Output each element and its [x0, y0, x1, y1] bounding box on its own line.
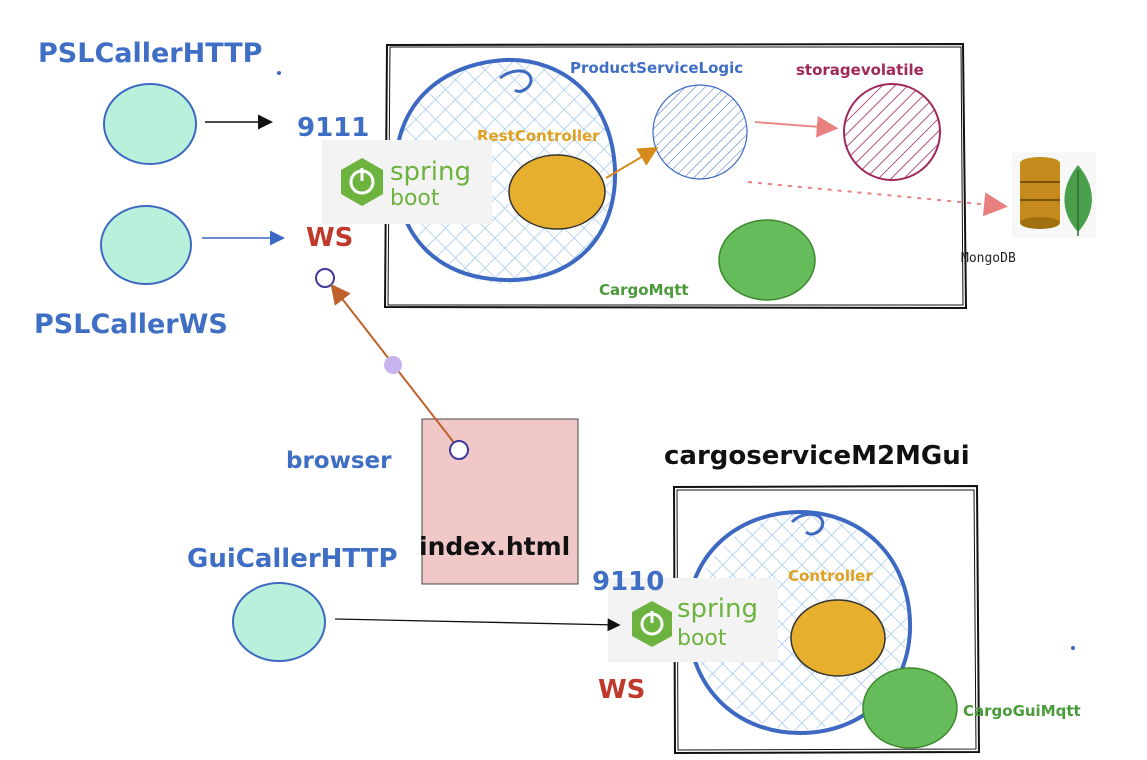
browser-midpoint: [384, 356, 402, 374]
spring-boot-logo-top: spring boot: [322, 140, 492, 224]
dot-top: [277, 71, 281, 75]
boot-word-top: boot: [390, 186, 440, 211]
mongodb-label: MongoDB: [961, 251, 1016, 266]
index-html-box: [421, 418, 579, 585]
psl-caller-http-node: [103, 83, 197, 165]
dot-bottom: [1071, 646, 1075, 650]
cargo-mqtt-label: CargoMqtt: [599, 281, 689, 299]
storage-volatile-circle: [843, 83, 941, 181]
gui-service-box: [672, 484, 981, 755]
psl-caller-ws-node: [100, 205, 192, 285]
logic-to-mongodb-arrow: [747, 181, 1008, 217]
ws-top-endpoint: [315, 268, 335, 288]
browser-label: browser: [286, 448, 392, 474]
gui-caller-http-node: [232, 582, 326, 662]
storage-volatile-label: storagevolatile: [796, 61, 924, 79]
gui-caller-http-label: GuiCallerHTTP: [187, 544, 398, 574]
gui-controller-oval: [790, 599, 886, 677]
product-service-logic-circle: [652, 84, 748, 180]
ws-bottom-label: WS: [598, 675, 645, 705]
boot-word-bottom: boot: [677, 626, 727, 651]
gui-caller-arrow: [334, 618, 621, 632]
port-9111-label: 9111: [297, 113, 369, 143]
cargo-gui-mqtt-oval: [862, 667, 958, 749]
controller-label: Controller: [788, 567, 873, 585]
cargo-mqtt-oval: [718, 219, 816, 301]
index-html-label: index.html: [419, 532, 570, 561]
psl-caller-http-label: PSLCallerHTTP: [38, 38, 262, 69]
browser-endpoint: [449, 440, 469, 460]
product-service-logic-label: ProductServiceLogic: [570, 59, 743, 77]
cargo-service-m2m-gui-label: cargoserviceM2MGui: [664, 441, 970, 471]
logic-to-storage-arrow: [754, 115, 839, 138]
ws-top-label: WS: [306, 223, 353, 253]
port-9110-label: 9110: [592, 567, 664, 597]
rest-controller-oval: [508, 154, 606, 230]
spring-boot-logo-bottom: spring boot: [608, 578, 778, 662]
mongodb-icon: [1012, 152, 1096, 238]
spring-word-top: spring: [390, 157, 471, 187]
rest-controller-label: RestController: [477, 127, 600, 145]
spring-word-bottom: spring: [677, 594, 758, 624]
psl-caller-ws-label: PSLCallerWS: [34, 309, 228, 340]
cargo-gui-mqtt-label: CargoGuiMqtt: [963, 702, 1081, 720]
controller-to-logic-arrow: [605, 146, 659, 179]
